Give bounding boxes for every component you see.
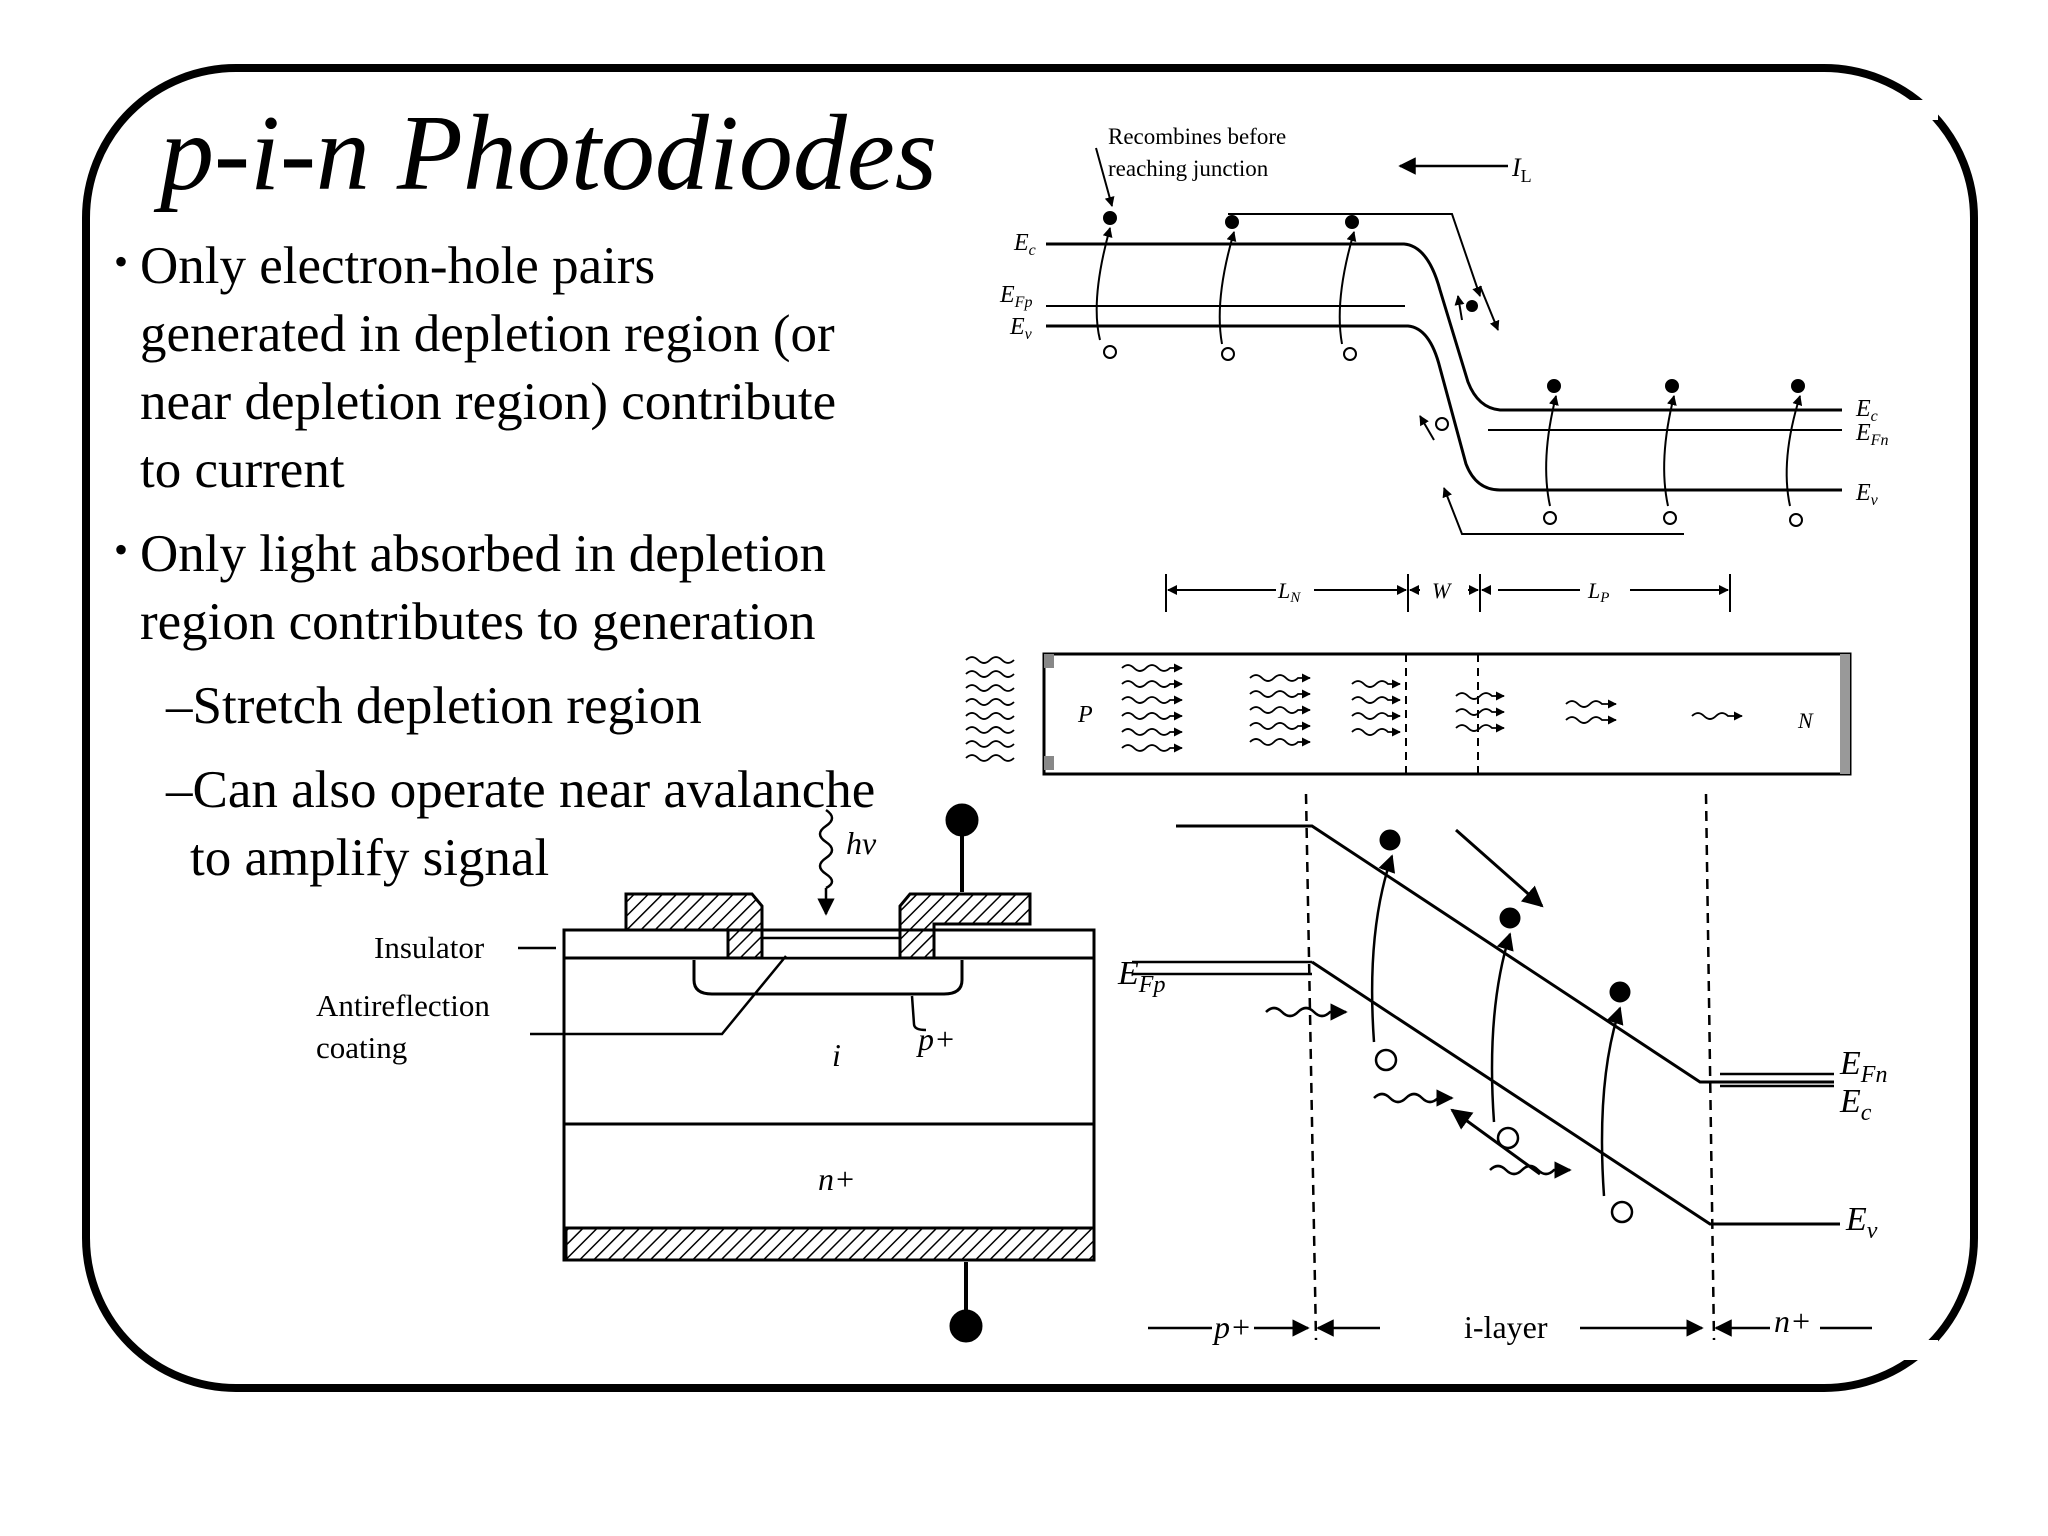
- lp-sub: P: [1599, 590, 1609, 606]
- photon-label: hν: [846, 825, 877, 861]
- photon-waves: [965, 656, 1743, 762]
- ec-left-sub: c: [1029, 242, 1036, 259]
- ec-left-label: E: [1013, 230, 1029, 256]
- ev-label: E: [1845, 1201, 1867, 1238]
- svg-text:Ev: Ev: [1009, 314, 1033, 343]
- svg-text:Ev: Ev: [1855, 480, 1879, 509]
- current-label-sub: L: [1521, 166, 1532, 186]
- bullet-1-line-3: near depletion region) contribute: [140, 373, 837, 431]
- efp-left-sub: Fp: [1014, 294, 1033, 311]
- ec-right-sub: c: [1871, 408, 1878, 425]
- dimension-line: [1165, 574, 1731, 612]
- recombine-note-line1: Recombines before: [1108, 124, 1286, 149]
- ev-left-sub: v: [1025, 326, 1033, 343]
- efp-label: E: [1117, 955, 1139, 992]
- n-region-label: N: [1797, 708, 1814, 733]
- p-plus-region-label: p+: [1212, 1309, 1252, 1345]
- bullet-dot: •: [114, 239, 129, 284]
- ln-sub: N: [1289, 590, 1301, 606]
- w-label: W: [1432, 578, 1452, 603]
- svg-text:LP: LP: [1587, 578, 1609, 606]
- ev-band-top: [1046, 324, 1842, 492]
- recombine-note-line2: reaching junction: [1108, 156, 1269, 181]
- bullet-1: • Only electron-hole pairs generated in …: [114, 232, 837, 504]
- svg-text:IL: IL: [1511, 153, 1532, 186]
- bullet-1-line-4: to current: [140, 441, 345, 499]
- i-label: i: [832, 1037, 841, 1073]
- efn-label: E: [1839, 1045, 1861, 1082]
- n-plus-region-label: n+: [1774, 1303, 1812, 1339]
- ec-band-top: [1046, 242, 1842, 412]
- ec-right-label: E: [1855, 396, 1871, 422]
- svg-text:LN: LN: [1277, 578, 1301, 606]
- sub-bullet-1-line-1: –Stretch depletion region: [166, 677, 702, 735]
- bullet-2: • Only light absorbed in depletion regio…: [114, 520, 826, 656]
- svg-text:EFn: EFn: [1855, 420, 1888, 449]
- pin-band-diagram: [1132, 793, 1872, 1341]
- svg-text:EFn: EFn: [1839, 1045, 1887, 1088]
- generation-events-right: [1543, 379, 1805, 527]
- ev-sub: v: [1867, 1218, 1878, 1244]
- absorption-bar: [1042, 652, 1852, 776]
- ev-left-label: E: [1009, 314, 1025, 340]
- generation-events-left: [1095, 211, 1359, 361]
- slide-title: p-i-n Photodiodes: [160, 94, 937, 213]
- svg-text:Ec: Ec: [1839, 1083, 1872, 1126]
- svg-text:Ec: Ec: [1855, 396, 1878, 425]
- ev-right-label: E: [1855, 480, 1871, 506]
- sub-bullet-1: –Stretch depletion region: [166, 672, 702, 740]
- device-cross-section: [518, 803, 1096, 1343]
- p-region-label: P: [1077, 702, 1093, 728]
- svg-text:EFp: EFp: [999, 282, 1032, 311]
- efp-sub: Fp: [1138, 972, 1166, 998]
- sub-bullet-2-line-2: to amplify signal: [190, 829, 550, 887]
- bullet-1-line-1: Only electron-hole pairs: [140, 237, 656, 295]
- svg-text:Ev: Ev: [1845, 1201, 1878, 1244]
- ev-right-sub: v: [1871, 492, 1879, 509]
- efn-sub: Fn: [1860, 1062, 1888, 1088]
- svg-text:EFp: EFp: [1117, 955, 1165, 998]
- current-label: I: [1511, 153, 1522, 182]
- i-layer-label: i-layer: [1464, 1309, 1548, 1345]
- ec-label: E: [1839, 1083, 1861, 1120]
- efn-right-label: E: [1855, 420, 1871, 446]
- ln-label: L: [1277, 578, 1290, 603]
- svg-text:Ec: Ec: [1013, 230, 1036, 259]
- p-plus-label: p+: [916, 1021, 956, 1057]
- bullet-2-line-1: Only light absorbed in depletion: [140, 525, 826, 583]
- n-plus-label: n+: [818, 1161, 856, 1197]
- efn-right-sub: Fn: [1870, 432, 1889, 449]
- sub-bullet-2-line-1: –Can also operate near avalanche: [166, 761, 876, 819]
- insulator-label: Insulator: [374, 930, 485, 965]
- bullet-2-line-2: region contributes to generation: [140, 593, 816, 651]
- ec-sub: c: [1861, 1100, 1872, 1126]
- antireflection-label-2: coating: [316, 1030, 407, 1065]
- bullet-dot: •: [114, 527, 129, 572]
- bullet-1-line-2: generated in depletion region (or: [140, 305, 835, 363]
- lp-label: L: [1587, 578, 1600, 603]
- sub-bullet-2: –Can also operate near avalanche to ampl…: [166, 756, 875, 892]
- antireflection-label-1: Antireflection: [316, 988, 490, 1023]
- efp-left-label: E: [999, 282, 1015, 308]
